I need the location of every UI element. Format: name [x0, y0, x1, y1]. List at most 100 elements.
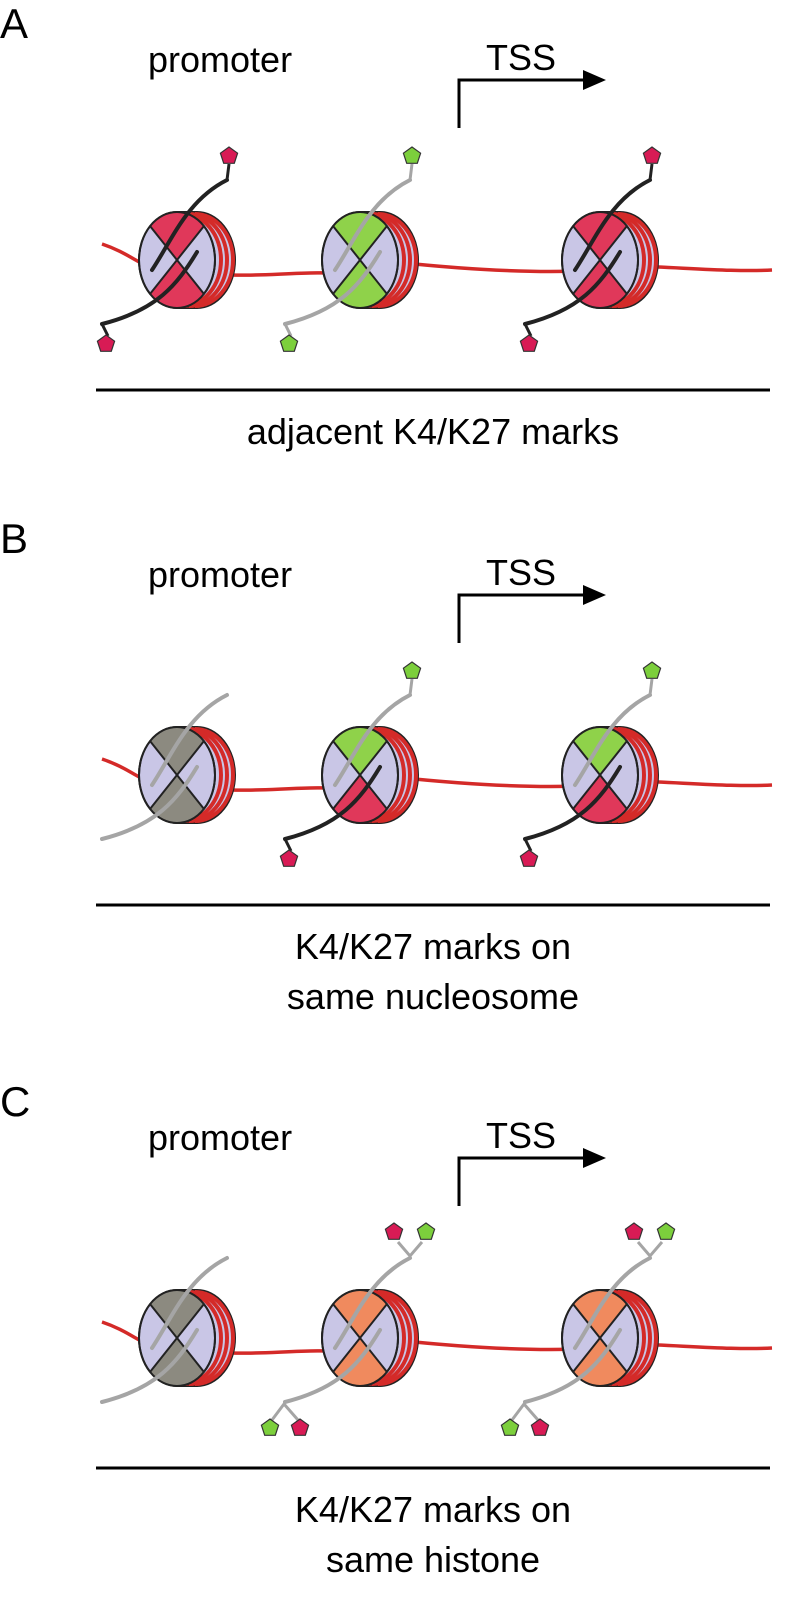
histone-bottom-quadrant — [562, 775, 638, 823]
panel-letter: A — [0, 0, 28, 47]
dna-wrap — [617, 1290, 658, 1386]
histone-tail-bottom — [100, 250, 199, 326]
histone-top-quadrant — [562, 212, 638, 260]
histone-tail-top — [573, 1256, 652, 1350]
histone-bottom-quadrant — [139, 775, 215, 823]
nucleosome — [100, 1256, 236, 1404]
dna-wrap — [617, 212, 658, 308]
histone-top-quadrant — [139, 1290, 215, 1338]
tss-arrow-icon — [457, 585, 606, 643]
histone-tail-bottom — [100, 1328, 199, 1404]
dna-wrap — [377, 727, 418, 823]
histone-mark-icon — [416, 1222, 436, 1240]
panel-caption: same nucleosome — [287, 976, 579, 1017]
histone-tail-top — [333, 1256, 412, 1350]
promoter-label: promoter — [148, 39, 292, 80]
histone-mark-icon — [279, 334, 299, 352]
histone-top-quadrant — [139, 727, 215, 775]
tss-arrow-icon — [457, 70, 606, 128]
histone-mark-icon — [642, 661, 662, 679]
histone-tail-bottom — [523, 250, 622, 326]
histone-bottom-quadrant — [139, 1338, 215, 1386]
histone-top-quadrant — [562, 1290, 638, 1338]
histone-bottom-quadrant — [322, 775, 398, 823]
dna-wrap — [182, 1290, 223, 1386]
histone-mark-icon — [96, 334, 116, 352]
nucleosome — [519, 146, 662, 352]
tss-label: TSS — [486, 37, 556, 78]
histone-tail-bottom — [283, 1328, 382, 1404]
nucleosome — [279, 661, 422, 867]
dna-wrap — [365, 1290, 406, 1386]
nucleosome — [100, 693, 236, 841]
dna-wrap — [188, 1290, 229, 1386]
histone-top-quadrant — [562, 727, 638, 775]
nucleosome — [96, 146, 239, 352]
histone-tail-bottom — [523, 765, 622, 841]
histone-tail-top — [150, 693, 229, 787]
dna-wrap — [194, 727, 235, 823]
dna-wrap — [365, 212, 406, 308]
histone-top-quadrant — [139, 212, 215, 260]
panel-caption: K4/K27 marks on — [295, 1489, 571, 1530]
dna-wrap — [365, 727, 406, 823]
histone-mark-icon — [384, 1222, 404, 1240]
promoter-label: promoter — [148, 1117, 292, 1158]
nucleosome — [260, 1222, 436, 1436]
histone-bottom-quadrant — [139, 260, 215, 308]
histone-tail-bottom — [100, 765, 199, 841]
dna-wrap — [611, 212, 652, 308]
histone-mark-icon — [530, 1418, 550, 1436]
histone-mark-icon — [519, 849, 539, 867]
histone-mark-icon — [500, 1418, 520, 1436]
dna-wrap — [605, 1290, 646, 1386]
panel-caption: same histone — [326, 1539, 540, 1580]
dna-wrap — [188, 212, 229, 308]
panel-caption: K4/K27 marks on — [295, 926, 571, 967]
dna-wrap — [377, 212, 418, 308]
histone-top-quadrant — [322, 212, 398, 260]
nucleosome — [519, 661, 662, 867]
panel-letter: C — [0, 1078, 30, 1125]
dna-wrap — [605, 727, 646, 823]
tss-label: TSS — [486, 1115, 556, 1156]
histone-bottom-quadrant — [562, 260, 638, 308]
histone-mark-icon — [402, 661, 422, 679]
dna-wrap — [605, 212, 646, 308]
histone-top-quadrant — [322, 1290, 398, 1338]
histone-mark-icon — [402, 146, 422, 164]
histone-mark-icon — [642, 146, 662, 164]
histone-tail-top — [150, 178, 229, 272]
histone-mark-icon — [656, 1222, 676, 1240]
dna-wrap — [194, 212, 235, 308]
histone-mark-icon — [219, 146, 239, 164]
histone-bottom-quadrant — [322, 260, 398, 308]
panel-caption: adjacent K4/K27 marks — [247, 411, 619, 452]
panel-letter: B — [0, 515, 28, 562]
histone-bottom-quadrant — [562, 1338, 638, 1386]
nucleosome — [279, 146, 422, 352]
histone-tail-bottom — [283, 765, 382, 841]
dna-wrap — [188, 727, 229, 823]
histone-tail-bottom — [523, 1328, 622, 1404]
histone-tail-top — [573, 693, 652, 787]
histone-mark-icon — [279, 849, 299, 867]
nucleosome — [500, 1222, 676, 1436]
tss-label: TSS — [486, 552, 556, 593]
histone-bottom-quadrant — [322, 1338, 398, 1386]
dna-wrap — [611, 1290, 652, 1386]
histone-mark-icon — [260, 1418, 280, 1436]
tss-arrow-icon — [457, 1148, 606, 1206]
promoter-label: promoter — [148, 554, 292, 595]
dna-wrap — [194, 1290, 235, 1386]
dna-wrap — [182, 727, 223, 823]
dna-wrap — [371, 727, 412, 823]
histone-tail-top — [573, 178, 652, 272]
histone-tail-bottom — [283, 250, 382, 326]
histone-mark-icon — [290, 1418, 310, 1436]
dna-wrap — [611, 727, 652, 823]
histone-tail-top — [333, 178, 412, 272]
